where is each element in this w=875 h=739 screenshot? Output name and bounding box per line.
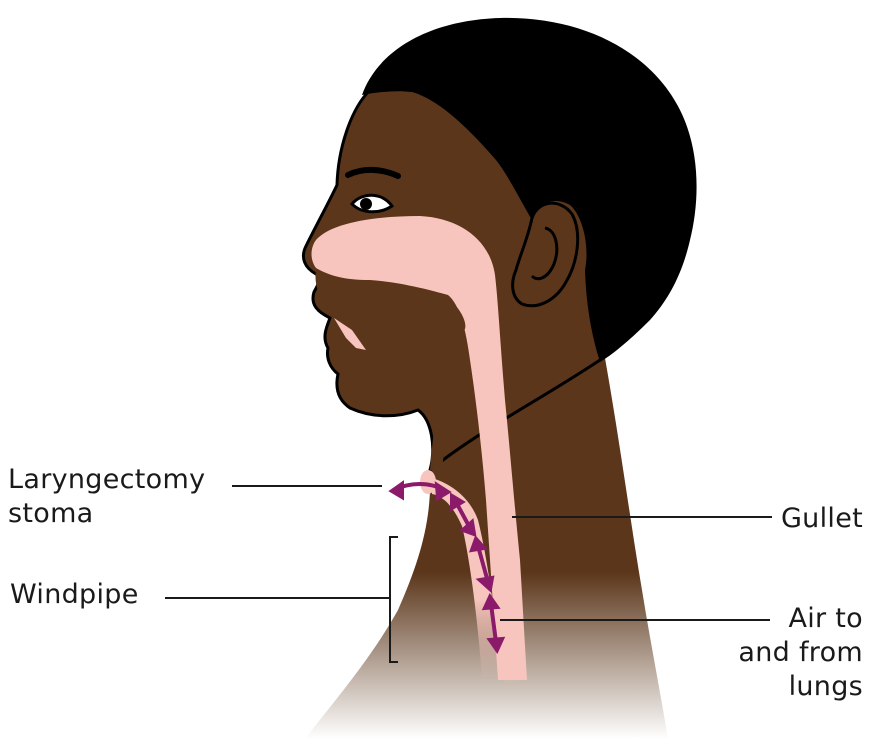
label-gullet-text: Gullet <box>781 502 863 536</box>
pupil <box>360 198 372 210</box>
label-gullet: Gullet <box>781 502 863 536</box>
label-air-line-1: Air to <box>738 602 863 636</box>
label-windpipe-text: Windpipe <box>10 578 139 612</box>
label-air-line-2: and from <box>738 636 863 670</box>
label-air-line-3: lungs <box>738 670 863 704</box>
label-stoma-line-2: stoma <box>8 497 205 531</box>
label-air-to-and-from-lungs: Air to and from lungs <box>738 602 863 704</box>
stoma-opening <box>420 470 436 494</box>
label-windpipe: Windpipe <box>10 578 139 612</box>
label-laryngectomy-stoma: Laryngectomy stoma <box>8 463 205 531</box>
label-stoma-line-1: Laryngectomy <box>8 463 205 497</box>
